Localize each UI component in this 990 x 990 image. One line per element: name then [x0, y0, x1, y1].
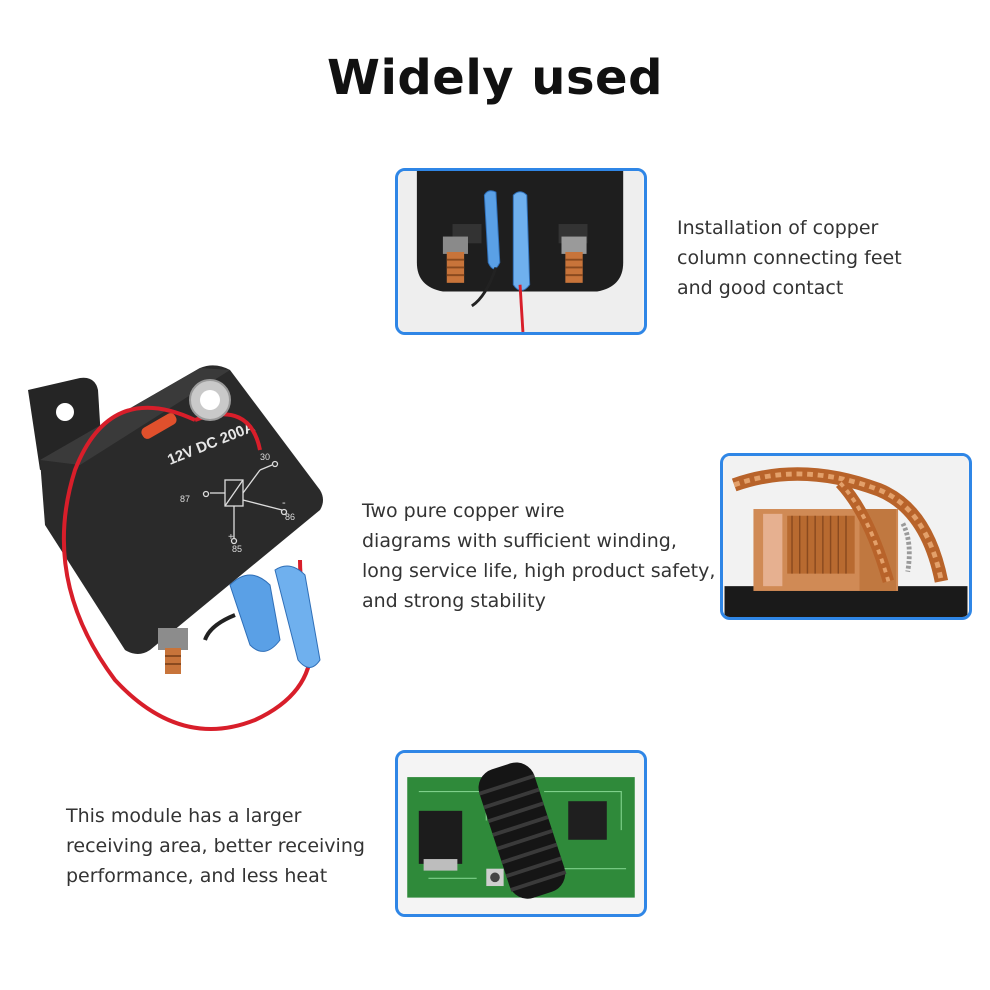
caption-copper-wire: Two pure copper wire diagrams with suffi… — [362, 496, 715, 616]
caption-line: column connecting feet — [677, 247, 902, 269]
pin-85-label: 85 — [232, 544, 242, 554]
caption-line: performance, and less heat — [66, 865, 328, 887]
pin-86-label: 86 — [285, 512, 295, 522]
caption-line: receiving area, better receiving — [66, 835, 365, 857]
caption-line: and strong stability — [362, 590, 546, 612]
caption-line: and good contact — [677, 277, 844, 299]
caption-terminals: Installation of copper column connecting… — [677, 213, 902, 303]
caption-line: long service life, high product safety, — [362, 560, 716, 582]
receiver-module-illustration — [399, 753, 643, 914]
relay-schematic — [202, 460, 288, 545]
pin-87-label: 87 — [180, 494, 190, 504]
terminals-illustration — [399, 171, 643, 332]
receiver-module-photo — [395, 750, 647, 917]
copper-coil-illustration — [724, 456, 968, 617]
plus-sign: + — [228, 532, 234, 543]
page-title: Widely used — [327, 50, 663, 106]
caption-line: diagrams with sufficient winding, — [362, 530, 677, 552]
relay-photo: 12V DC 200A 30 87 86 85 - + — [20, 360, 355, 750]
minus-sign: - — [282, 497, 286, 509]
pin-30-label: 30 — [260, 452, 270, 462]
terminals-photo — [395, 168, 647, 335]
caption-receiver: This module has a larger receiving area,… — [66, 801, 365, 891]
relay-illustration: 12V DC 200A 30 87 86 85 - + — [28, 365, 323, 731]
caption-line: Two pure copper wire — [362, 500, 565, 522]
copper-coil-photo — [720, 453, 972, 620]
caption-line: Installation of copper — [677, 217, 879, 239]
caption-line: This module has a larger — [66, 805, 302, 827]
